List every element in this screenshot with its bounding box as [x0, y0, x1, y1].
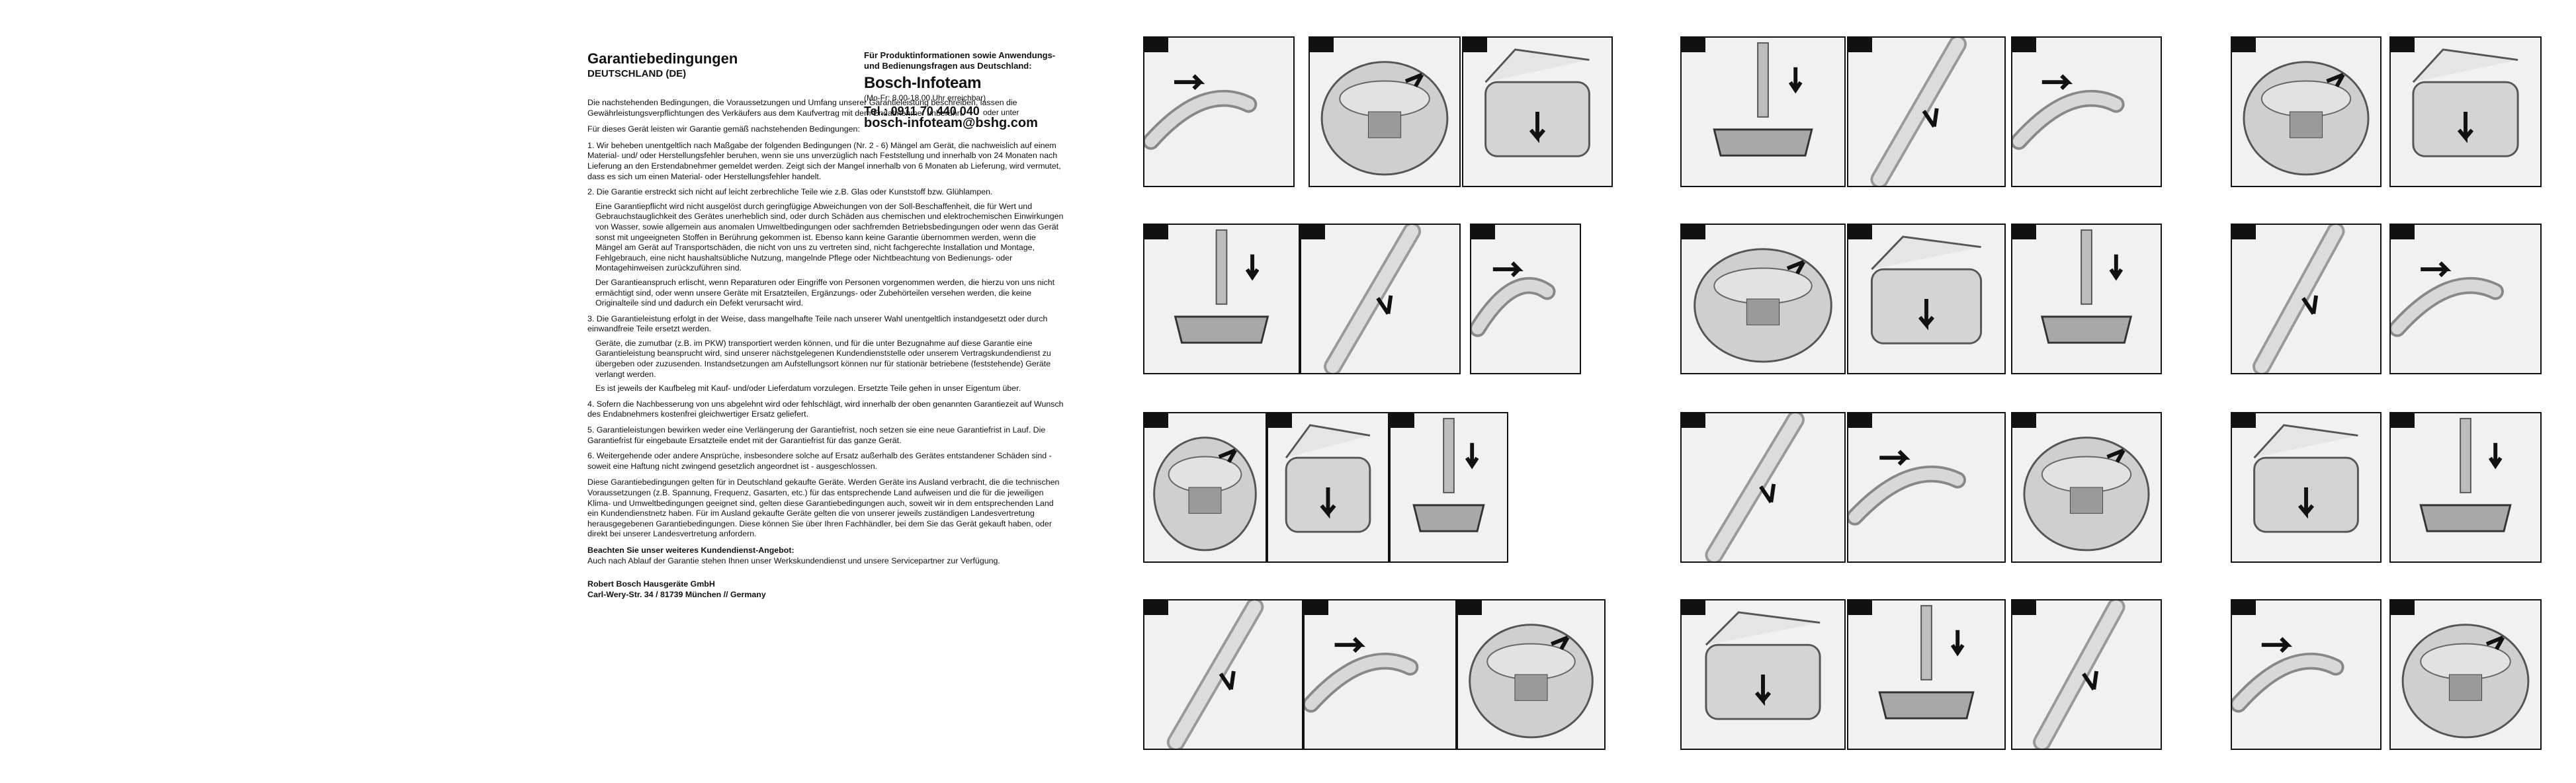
company-block: Robert Bosch Hausgeräte GmbH Carl-Wery-S… — [587, 579, 1064, 600]
figure-bag-pour — [1143, 599, 1303, 750]
infoteam-hours: (Mo-Fr: 8.00-18.00 Uhr erreichbar) — [864, 93, 986, 103]
figure-cord-pull — [1303, 599, 1457, 750]
figure-bag-lid-open — [2389, 36, 2542, 187]
figure-floor-nozzle-set — [1847, 224, 2006, 374]
figure-vacuum-upright — [2011, 599, 2162, 750]
infoteam-block: Für Produktinformationen sowie Anwendung… — [864, 50, 1062, 130]
figure-cord-rewind — [2231, 599, 2382, 750]
condition-4: 4. Sofern die Nachbesserung von uns abge… — [587, 399, 1064, 419]
figure-tube-connect — [1470, 224, 1581, 374]
infoteam-brand: Bosch-Infoteam — [864, 74, 982, 92]
condition-1: 1. Wir beheben unentgeltlich nach Maßgab… — [587, 140, 1061, 181]
figure-vacuum-top-lid — [1847, 36, 2006, 187]
company-name: Robert Bosch Hausgeräte GmbH — [587, 579, 715, 589]
figure-hose-socket — [1143, 224, 1300, 374]
figure-button-press — [1457, 599, 1606, 750]
figure-floor-nozzle — [2389, 224, 2542, 374]
condition-5: 5. Garantieleistungen bewirken weder ein… — [587, 425, 1046, 445]
figure-nozzles-pair — [1680, 224, 1846, 374]
infoteam-phone: Tel.: 0911 70 440 040 oder unter — [864, 104, 1062, 118]
service-offer-title: Beachten Sie unser weiteres Kundendienst… — [587, 545, 794, 555]
condition-3: 3. Die Garantieleistung erfolgt in der W… — [587, 313, 1051, 393]
figure-filter-cover — [1680, 599, 1846, 750]
figure-vacuum-top-nozzle — [1309, 36, 1461, 187]
figure-hose-insert-arrow — [1143, 36, 1295, 187]
guarantee-title: Garantiebedingungen — [587, 50, 738, 67]
infoteam-email[interactable]: bosch-infoteam@bshg.com — [864, 116, 1038, 130]
service-offer-text: Auch nach Ablauf der Garantie stehen Ihn… — [587, 556, 1000, 565]
guarantee-closing: Diese Garantiebedingungen gelten für in … — [587, 477, 1060, 539]
figure-vacuum-carry — [1847, 599, 2006, 750]
guarantee-column: Garantiebedingungen DEUTSCHLAND (DE) Die… — [587, 50, 1064, 600]
figure-tube-join — [1267, 412, 1389, 563]
figure-hose-down — [2011, 412, 2162, 563]
condition-2: 2. Die Garantie erstreckt sich nicht auf… — [587, 187, 1064, 308]
figure-vacuum-side-arrow — [2011, 224, 2162, 374]
guarantee-subtitle: DEUTSCHLAND (DE) — [587, 68, 687, 79]
guarantee-intro: Die nachstehenden Bedingungen, die Vorau… — [587, 98, 1017, 118]
guarantee-intro-2: Für dieses Gerät leisten wir Garantie ge… — [587, 124, 860, 134]
figure-vacuum-side — [2231, 36, 2382, 187]
condition-6: 6. Weitergehende oder andere Ansprüche, … — [587, 451, 1052, 471]
figure-vacuum-top-open — [1680, 412, 1846, 563]
infoteam-intro: Für Produktinformationen sowie Anwendung… — [864, 50, 1056, 71]
infoteam-phone-number: Tel.: 0911 70 440 040 — [864, 104, 980, 118]
figure-bag-disposal — [2389, 412, 2542, 563]
figure-vacuum-lid-hand — [1462, 36, 1613, 187]
figure-bag-insert — [2389, 599, 2542, 750]
figure-hose-removal-arrow — [2011, 36, 2162, 187]
guarantee-conditions: 1. Wir beheben unentgeltlich nach Maßgab… — [587, 141, 1064, 472]
figure-lid-press — [1847, 412, 2006, 563]
figure-nozzle-icon — [1680, 36, 1846, 187]
infoteam-phone-suffix: oder unter — [982, 108, 1019, 117]
figure-lift-arrow — [2231, 224, 2382, 374]
figure-tube-extend — [1143, 412, 1267, 563]
figure-bag-remove — [2231, 412, 2382, 563]
company-address: Carl-Wery-Str. 34 / 81739 München // Ger… — [587, 589, 766, 599]
figure-tube-adjust — [1389, 412, 1508, 563]
figure-hose-removal — [1300, 224, 1461, 374]
